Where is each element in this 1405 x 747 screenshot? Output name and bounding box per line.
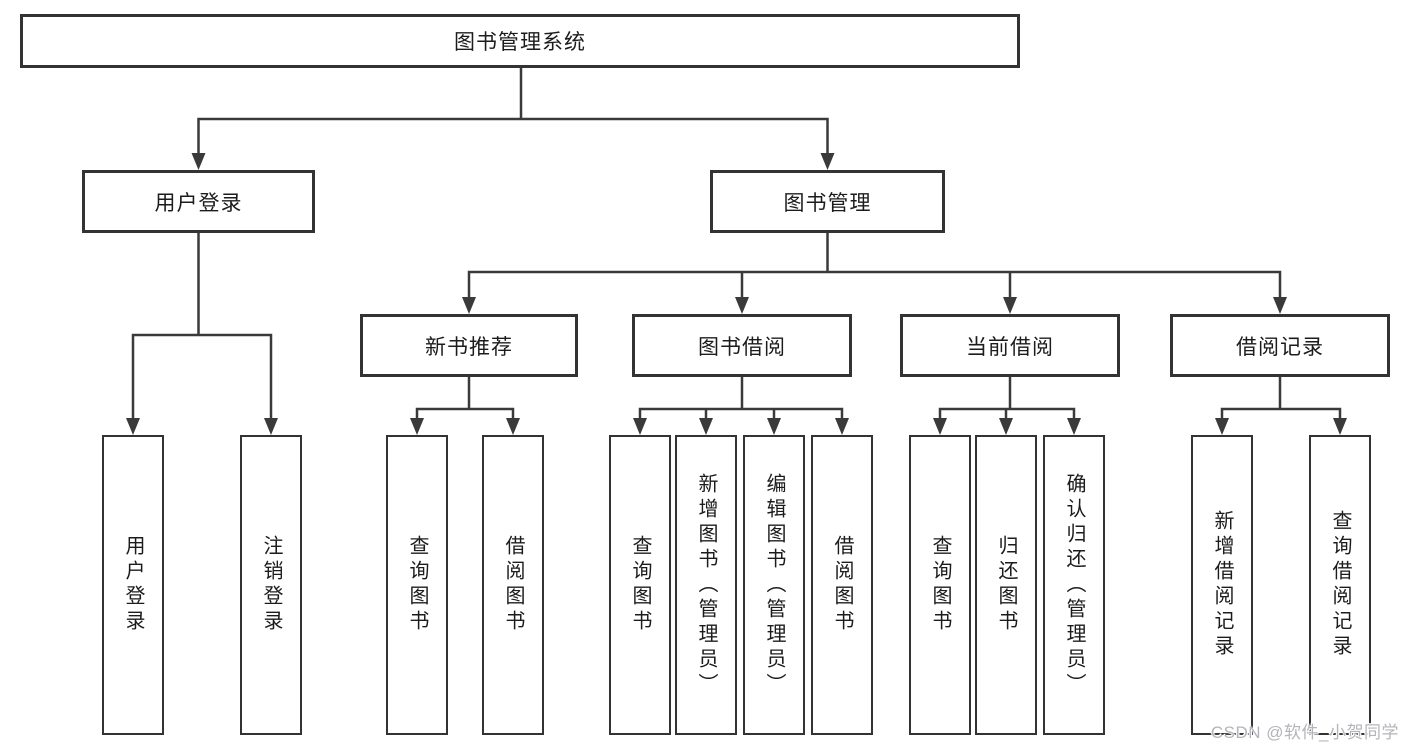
arrowhead [1215, 418, 1229, 435]
arrowhead [1273, 297, 1287, 314]
arrowhead [1333, 418, 1347, 435]
leaf-newbook-borrow-books: 借阅图书 [482, 435, 544, 735]
node-label: 图书管理 [783, 190, 872, 215]
node-label: 查询借阅记录 [1329, 510, 1351, 660]
arrowhead [835, 418, 849, 435]
arrowhead [820, 153, 835, 170]
node-label: 借阅图书 [502, 535, 524, 635]
connector-root [197, 68, 829, 154]
connector-new-book [415, 377, 515, 419]
node-book-management: 图书管理 [710, 170, 945, 233]
node-book-borrow: 图书借阅 [632, 314, 852, 377]
node-label: 当前借阅 [966, 334, 1054, 359]
arrowhead [633, 418, 647, 435]
connector-book-borrow [638, 377, 844, 419]
node-label: 确认归还（管理员） [1063, 472, 1085, 698]
node-current-borrow: 当前借阅 [900, 314, 1120, 377]
arrowhead [264, 418, 278, 435]
connector-current-borrow [938, 377, 1076, 419]
leaf-logout: 注销登录 [240, 435, 302, 735]
arrowhead [999, 418, 1013, 435]
leaf-borrow-edit-books-admin: 编辑图书（管理员） [743, 435, 805, 735]
node-label: 查询图书 [629, 535, 651, 635]
leaf-newbook-query-books: 查询图书 [386, 435, 448, 735]
node-label: 图书管理系统 [454, 30, 586, 54]
arrowhead [1067, 418, 1081, 435]
node-new-book-recommend: 新书推荐 [360, 314, 578, 377]
csdn-watermark: CSDN @软件_小贺同学 [1210, 723, 1399, 742]
node-label: 借阅记录 [1236, 334, 1324, 359]
node-label: 新增借阅记录 [1211, 510, 1233, 660]
leaf-current-confirm-return-admin: 确认归还（管理员） [1043, 435, 1105, 735]
node-label: 新增图书（管理员） [695, 472, 717, 698]
node-label: 用户登录 [122, 535, 144, 635]
node-label: 注销登录 [260, 535, 282, 635]
node-root-system: 图书管理系统 [20, 14, 1020, 68]
arrowhead [767, 418, 781, 435]
node-label: 新书推荐 [425, 334, 513, 359]
arrowhead [1003, 297, 1017, 314]
leaf-records-add-record: 新增借阅记录 [1191, 435, 1253, 735]
arrowhead [699, 418, 713, 435]
leaf-current-return-books: 归还图书 [975, 435, 1037, 735]
leaf-borrow-add-books-admin: 新增图书（管理员） [675, 435, 737, 735]
node-label: 编辑图书（管理员） [763, 472, 785, 698]
arrowhead [735, 297, 749, 314]
connector-user-login [131, 233, 273, 419]
leaf-user-login: 用户登录 [102, 435, 164, 735]
arrowhead [410, 418, 424, 435]
leaf-borrow-query-books: 查询图书 [609, 435, 671, 735]
node-label: 查询图书 [406, 535, 428, 635]
node-borrow-records: 借阅记录 [1170, 314, 1390, 377]
arrowhead [462, 297, 476, 314]
node-label: 借阅图书 [831, 535, 853, 635]
leaf-borrow-borrow-books: 借阅图书 [811, 435, 873, 735]
leaf-records-query-record: 查询借阅记录 [1309, 435, 1371, 735]
arrowhead [126, 418, 140, 435]
connector-book-mgmt [467, 233, 1282, 298]
node-label: 图书借阅 [698, 334, 786, 359]
node-label: 用户登录 [154, 190, 243, 215]
connector-borrow-records [1220, 377, 1342, 419]
node-label: 归还图书 [995, 535, 1017, 635]
leaf-current-query-books: 查询图书 [909, 435, 971, 735]
node-label: 查询图书 [929, 535, 951, 635]
arrowhead [191, 153, 206, 170]
arrowhead [506, 418, 520, 435]
node-user-login: 用户登录 [82, 170, 315, 233]
arrowhead [933, 418, 947, 435]
